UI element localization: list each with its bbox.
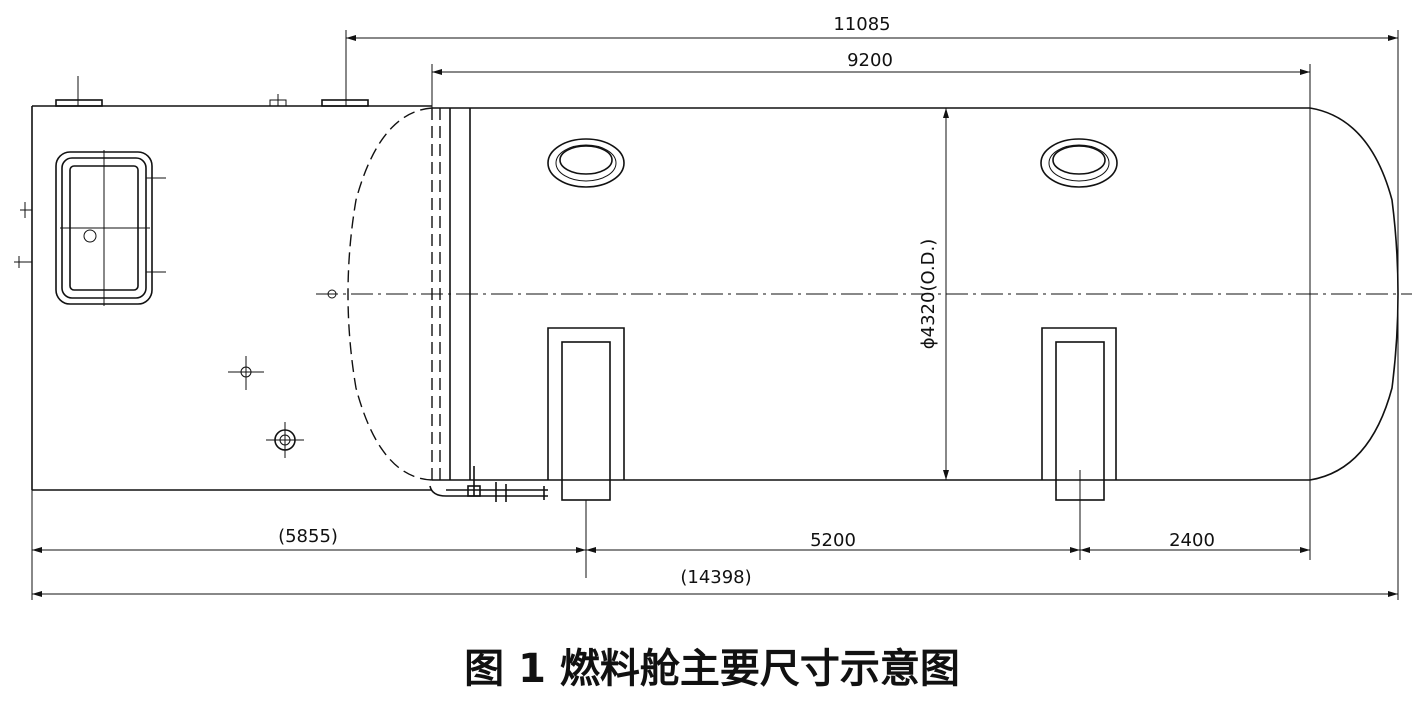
plate-fittings bbox=[228, 356, 304, 458]
dim-cylinder-length: 9200 bbox=[847, 50, 893, 71]
tank-shell bbox=[347, 107, 1399, 481]
figure-caption: 图 1 燃料舱主要尺寸示意图 bbox=[464, 646, 960, 692]
manhole-right bbox=[1040, 138, 1118, 188]
left-structure bbox=[14, 76, 432, 491]
dim-saddle-spacing: 5200 bbox=[810, 530, 856, 551]
fuel-tank-drawing: 11085 9200 ϕ4320(O.D.) (5855) 5200 2400 … bbox=[14, 14, 1412, 600]
dim-overall-length-top: 11085 bbox=[833, 14, 890, 35]
dim-overall-length-bottom: (14398) bbox=[680, 567, 751, 588]
dim-left-ref: (5855) bbox=[278, 526, 338, 547]
manhole-left bbox=[547, 138, 625, 188]
dim-diameter: ϕ4320(O.D.) bbox=[918, 239, 939, 349]
saddle-right bbox=[1041, 327, 1117, 501]
dim-saddle-to-end: 2400 bbox=[1169, 530, 1215, 551]
access-hatch bbox=[55, 150, 166, 306]
drain-pipe bbox=[429, 466, 548, 502]
extension-lines bbox=[31, 30, 1399, 600]
saddle-left bbox=[547, 327, 625, 501]
